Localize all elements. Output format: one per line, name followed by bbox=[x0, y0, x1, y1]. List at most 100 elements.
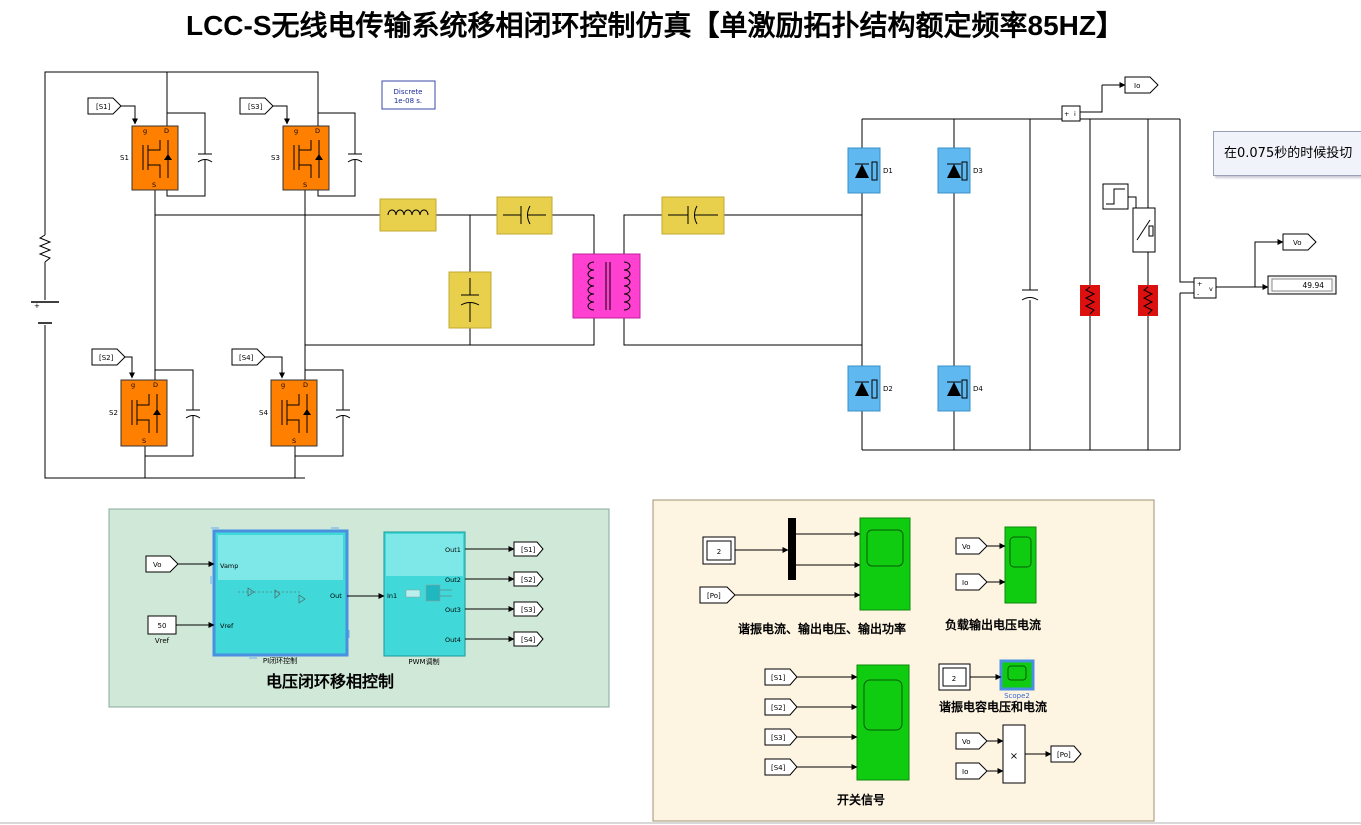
pwm-out1: Out1 bbox=[445, 546, 461, 554]
pi-subsystem-block[interactable] bbox=[210, 527, 350, 659]
mosfet-s1[interactable] bbox=[131, 125, 179, 191]
from-tag-s4[interactable] bbox=[231, 348, 266, 366]
pwm-out4: Out4 bbox=[445, 636, 461, 644]
from-io-prod[interactable] bbox=[955, 762, 988, 780]
diode-d1[interactable] bbox=[847, 147, 881, 194]
from-tag-s1-label: [S1] bbox=[96, 103, 111, 111]
switch-signal-scope[interactable] bbox=[856, 664, 910, 781]
d2-label: D2 bbox=[883, 385, 893, 393]
from-s3-scope[interactable] bbox=[764, 728, 798, 746]
scope2-block[interactable] bbox=[999, 659, 1035, 691]
goto-po-label: [Po] bbox=[1057, 751, 1071, 759]
cap-scope-label: 谐振电容电压和电流 bbox=[939, 699, 1047, 714]
powergui-block[interactable] bbox=[381, 80, 436, 110]
from-tag-s4-label: [S4] bbox=[239, 354, 254, 362]
s3-name: S3 bbox=[271, 154, 280, 162]
goto-vo[interactable] bbox=[1282, 233, 1317, 251]
goto-s1-control-label: [S1] bbox=[521, 546, 536, 554]
pwm-subsystem-block[interactable] bbox=[383, 531, 466, 657]
s2-port-g: g bbox=[131, 381, 135, 389]
mosfet-s2[interactable] bbox=[120, 379, 168, 447]
from-vo-control-label: Vo bbox=[153, 561, 162, 569]
from-tag-s2-label: [S2] bbox=[99, 354, 114, 362]
load-scope[interactable] bbox=[1004, 526, 1037, 604]
resonant-inductor-lf[interactable] bbox=[379, 198, 437, 232]
from-vo-prod[interactable] bbox=[955, 732, 988, 750]
from-s3-scope-label: [S3] bbox=[771, 734, 786, 742]
goto-s3-control-label: [S3] bbox=[521, 606, 536, 614]
current-measurement[interactable] bbox=[1061, 105, 1081, 122]
series-capacitor-c1[interactable] bbox=[496, 196, 553, 235]
s2-name: S2 bbox=[109, 409, 118, 417]
diode-d4[interactable] bbox=[937, 365, 971, 412]
display-value: 49.94 bbox=[1303, 281, 1325, 290]
load-resistor-1[interactable] bbox=[1080, 285, 1100, 316]
s1-name: S1 bbox=[120, 154, 129, 162]
s2-port-d: D bbox=[153, 381, 158, 389]
from-tag-s2[interactable] bbox=[91, 348, 126, 366]
voltage-meas-v: v bbox=[1209, 285, 1213, 293]
step-block[interactable] bbox=[1102, 183, 1129, 210]
pi-in-vref: Vref bbox=[220, 622, 234, 630]
from-vo-control[interactable] bbox=[145, 555, 179, 573]
s3-port-s: S bbox=[303, 181, 307, 189]
powergui-line2: 1e-08 s. bbox=[394, 97, 422, 105]
s1-port-d: D bbox=[164, 127, 169, 135]
control-panel-label: 电压闭环移相控制 bbox=[266, 672, 394, 691]
display-block[interactable] bbox=[1267, 275, 1337, 295]
s3-port-g: g bbox=[294, 127, 298, 135]
constant-2-block[interactable] bbox=[702, 536, 736, 565]
voltage-meas-plus: + bbox=[1197, 280, 1202, 288]
from-s4-scope[interactable] bbox=[764, 758, 798, 776]
diagram-title: LCC-S无线电传输系统移相闭环控制仿真【单激励拓扑结构额定频率85HZ】 bbox=[185, 10, 1125, 41]
goto-po[interactable] bbox=[1050, 745, 1082, 763]
mosfet-s4[interactable] bbox=[270, 379, 318, 447]
from-s1-scope[interactable] bbox=[764, 668, 798, 686]
switch-scope-label: 开关信号 bbox=[837, 792, 885, 807]
vref-constant-value: 50 bbox=[158, 622, 167, 630]
from-vo-load[interactable] bbox=[955, 537, 988, 555]
snubber-capacitors[interactable] bbox=[185, 136, 363, 436]
load-switch-breaker[interactable] bbox=[1132, 207, 1156, 253]
parallel-capacitor-cf[interactable] bbox=[448, 271, 492, 329]
diode-d2[interactable] bbox=[847, 365, 881, 412]
s4-name: S4 bbox=[259, 409, 268, 417]
s1-port-g: g bbox=[143, 127, 147, 135]
load-resistor-2[interactable] bbox=[1138, 285, 1158, 316]
constant-2-block-b[interactable] bbox=[938, 663, 971, 691]
from-tag-s1[interactable] bbox=[87, 97, 122, 115]
from-s2-scope[interactable] bbox=[764, 698, 798, 716]
goto-s2-control[interactable] bbox=[513, 571, 544, 587]
current-meas-i: i bbox=[1074, 110, 1076, 118]
annotation-box[interactable]: 在0.075秒的时候投切 bbox=[1213, 131, 1361, 176]
d3-label: D3 bbox=[973, 167, 983, 175]
output-filter-capacitor[interactable] bbox=[1021, 289, 1039, 301]
constant-2-value: 2 bbox=[717, 548, 721, 556]
voltage-measurement[interactable] bbox=[1193, 277, 1217, 299]
resonant-scope[interactable] bbox=[859, 517, 911, 611]
goto-s4-control[interactable] bbox=[513, 631, 544, 647]
s3-port-d: D bbox=[315, 127, 320, 135]
from-io-load[interactable] bbox=[955, 573, 988, 591]
mux-block[interactable] bbox=[788, 518, 796, 580]
dc-source-plus-label: + bbox=[34, 302, 40, 310]
secondary-capacitor-c2[interactable] bbox=[661, 196, 725, 235]
goto-s3-control[interactable] bbox=[513, 601, 544, 617]
goto-s1-control[interactable] bbox=[513, 541, 544, 557]
source-resistor[interactable] bbox=[38, 234, 52, 263]
from-tag-s3[interactable] bbox=[239, 97, 274, 115]
vref-constant-label: Vref bbox=[155, 637, 170, 645]
product-symbol: × bbox=[1010, 751, 1018, 762]
from-po[interactable] bbox=[699, 586, 736, 604]
from-po-label: [Po] bbox=[707, 592, 721, 600]
dc-voltage-source[interactable] bbox=[31, 301, 59, 324]
from-s4-scope-label: [S4] bbox=[771, 764, 786, 772]
from-vo-prod-label: Vo bbox=[962, 738, 971, 746]
diode-d3[interactable] bbox=[937, 147, 971, 194]
loosely-coupled-transformer[interactable] bbox=[572, 253, 641, 319]
mosfet-s3[interactable] bbox=[282, 125, 330, 191]
goto-io[interactable] bbox=[1124, 76, 1159, 94]
s4-port-s: S bbox=[292, 437, 296, 445]
goto-s2-control-label: [S2] bbox=[521, 576, 536, 584]
constant-2b-value: 2 bbox=[952, 675, 956, 683]
